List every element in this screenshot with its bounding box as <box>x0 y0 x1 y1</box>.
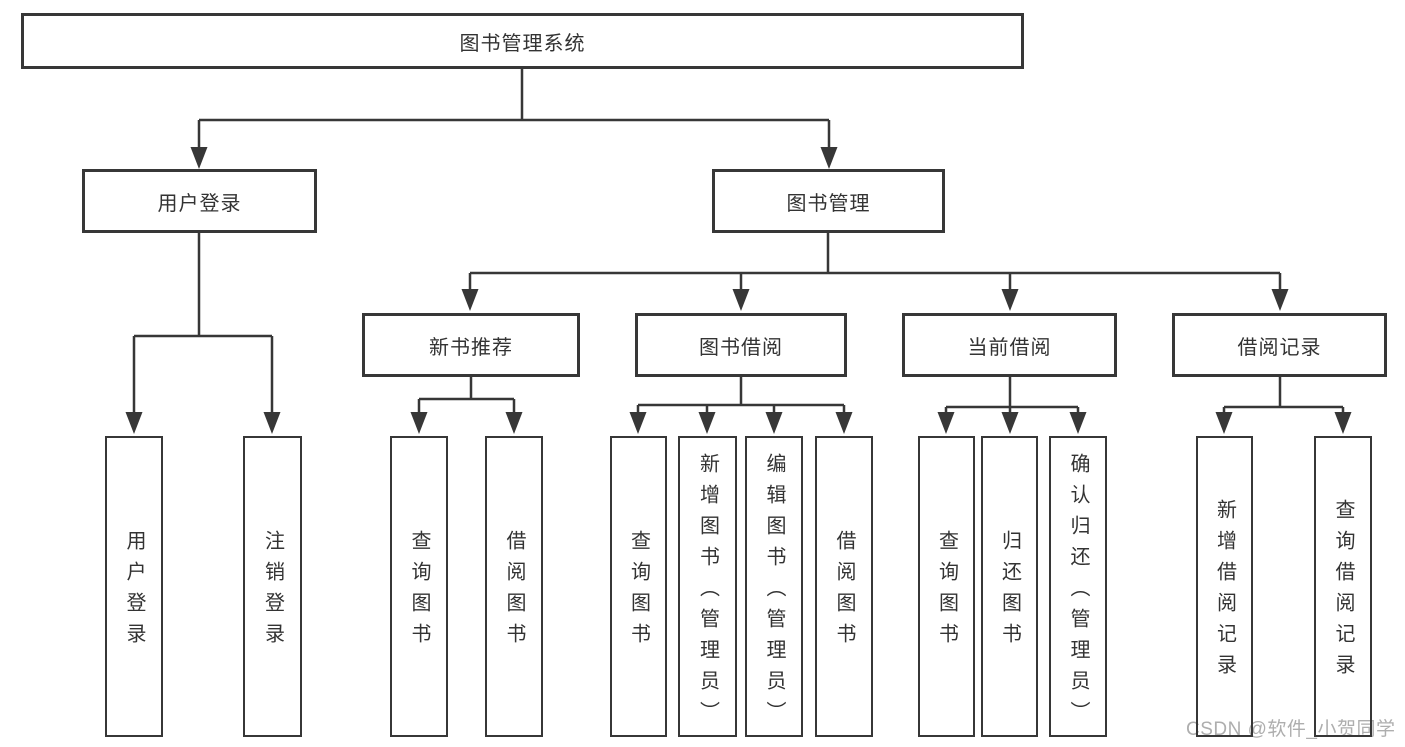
arrowhead <box>190 147 208 169</box>
node-borrow-records: 借阅记录 <box>1172 313 1387 377</box>
connector-root-split <box>197 69 831 148</box>
arrowhead <box>629 412 647 434</box>
leaf-add-books-admin-label: 新增图书（管理员） <box>696 452 719 732</box>
leaf-edit-books-admin: 编辑图书（管理员） <box>745 436 803 737</box>
leaf-query-borrow-record-label: 查询借阅记录 <box>1332 499 1354 685</box>
watermark: CSDN @软件_小贺同学 <box>1186 719 1396 740</box>
arrowhead <box>1001 412 1019 434</box>
node-current-borrowing: 当前借阅 <box>902 313 1117 377</box>
connector-borrow-split <box>636 377 846 413</box>
leaf-return-books: 归还图书 <box>981 436 1038 737</box>
leaf-add-borrow-record: 新增借阅记录 <box>1196 436 1253 737</box>
connector-newbook-split <box>417 377 516 413</box>
arrowhead <box>698 412 716 434</box>
leaf-confirm-return-admin-label: 确认归还（管理员） <box>1067 452 1089 732</box>
arrowhead <box>505 412 523 434</box>
leaf-borrow-query-books-label: 查询图书 <box>627 530 650 654</box>
node-user-login: 用户登录 <box>82 169 317 233</box>
node-user-login-label: 用户登录 <box>157 192 242 215</box>
leaf-newbook-query-books: 查询图书 <box>390 436 448 737</box>
arrowhead <box>125 412 143 434</box>
leaf-current-query-books: 查询图书 <box>918 436 975 737</box>
leaf-borrow-books: 借阅图书 <box>815 436 873 737</box>
leaf-add-borrow-record-label: 新增借阅记录 <box>1213 499 1236 685</box>
leaf-logout: 注销登录 <box>243 436 302 737</box>
arrowhead <box>1215 412 1233 434</box>
leaf-user-login-label: 用户登录 <box>123 530 145 654</box>
leaf-confirm-return-admin: 确认归还（管理员） <box>1049 436 1107 737</box>
arrowhead <box>1001 289 1019 311</box>
leaf-return-books-label: 归还图书 <box>998 530 1021 654</box>
leaf-current-query-books-label: 查询图书 <box>935 530 958 654</box>
leaf-newbook-borrow-books: 借阅图书 <box>485 436 543 737</box>
node-root: 图书管理系统 <box>21 13 1024 69</box>
arrowhead <box>410 412 428 434</box>
node-root-label: 图书管理系统 <box>459 32 586 55</box>
arrowhead <box>820 147 838 169</box>
arrowhead <box>263 412 281 434</box>
node-book-borrowing-label: 图书借阅 <box>699 336 783 359</box>
node-current-borrowing-label: 当前借阅 <box>967 336 1052 359</box>
node-book-management: 图书管理 <box>712 169 945 233</box>
leaf-user-login: 用户登录 <box>105 436 163 737</box>
node-book-borrowing: 图书借阅 <box>635 313 847 377</box>
node-new-book-recommend: 新书推荐 <box>362 313 580 377</box>
arrowhead <box>1334 412 1352 434</box>
leaf-borrow-query-books: 查询图书 <box>610 436 667 737</box>
arrowhead <box>937 412 955 434</box>
connector-login-split <box>132 233 274 413</box>
leaf-newbook-borrow-books-label: 借阅图书 <box>503 530 525 654</box>
leaf-query-borrow-record: 查询借阅记录 <box>1314 436 1372 737</box>
node-new-book-recommend-label: 新书推荐 <box>429 336 513 359</box>
arrowhead <box>461 289 479 311</box>
connector-records-split <box>1222 377 1345 413</box>
arrowhead <box>1271 289 1289 311</box>
leaf-newbook-query-books-label: 查询图书 <box>408 530 430 654</box>
connector-mgmt-split <box>468 233 1282 290</box>
leaf-edit-books-admin-label: 编辑图书（管理员） <box>763 452 785 732</box>
node-borrow-records-label: 借阅记录 <box>1237 336 1322 359</box>
arrowhead <box>765 412 783 434</box>
arrowhead <box>835 412 853 434</box>
leaf-logout-label: 注销登录 <box>261 530 284 654</box>
arrowhead <box>732 289 750 311</box>
arrowhead <box>1069 412 1087 434</box>
leaf-add-books-admin: 新增图书（管理员） <box>678 436 737 737</box>
leaf-borrow-books-label: 借阅图书 <box>833 530 855 654</box>
node-book-management-label: 图书管理 <box>786 192 871 215</box>
connector-current-split <box>944 377 1080 413</box>
